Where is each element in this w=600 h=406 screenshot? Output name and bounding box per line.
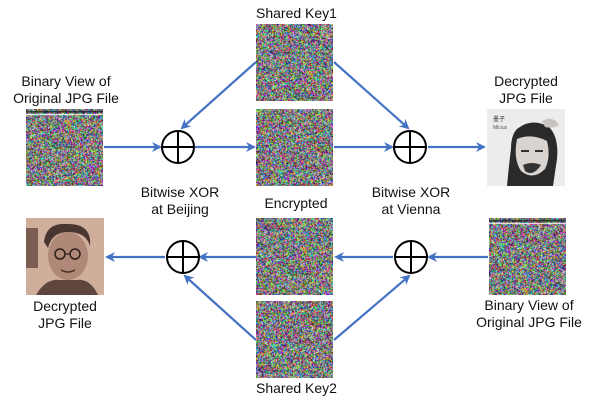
decrypted-bottom-line2: JPG File (38, 315, 92, 331)
xor-vienna-line2: at Vienna (381, 201, 441, 217)
svg-text:Micius: Micius (493, 125, 508, 131)
xor-operator-top-left (161, 130, 195, 164)
shared-key2-image (256, 301, 333, 378)
binary-view-right-label: Binary View of Original JPG File (467, 297, 591, 331)
xor-operator-top-right (393, 130, 427, 164)
decrypted-portrait-mozi: 墨子 Micius (487, 109, 565, 186)
binary-view-left-label: Binary View of Original JPG File (6, 73, 126, 107)
arrow-key1-to-xor-vienna (333, 61, 410, 130)
encrypted-image-top (256, 109, 333, 186)
decrypted-top-label: Decrypted JPG File (483, 73, 569, 107)
binary-view-left-line2: Original JPG File (13, 90, 119, 106)
arrow-key2-to-xor-vienna (333, 274, 411, 341)
shared-key1-image (256, 24, 333, 101)
decrypted-top-line1: Decrypted (494, 73, 558, 89)
portrait-schrodinger-icon (26, 218, 104, 295)
xor-beijing-line1: Bitwise XOR (140, 184, 220, 200)
decrypted-portrait-schrodinger (26, 218, 104, 295)
xor-operator-bottom-left (166, 240, 200, 274)
portrait-mozi-icon: 墨子 Micius (487, 109, 565, 186)
shared-key1-label: Shared Key1 (256, 5, 337, 21)
arrow-key2-to-xor-beijing (183, 274, 257, 341)
binary-view-left-image (26, 109, 103, 186)
svg-text:墨子: 墨子 (493, 116, 505, 123)
xor-operator-bottom-right (394, 240, 428, 274)
encrypted-image-bottom (256, 218, 333, 295)
decrypted-top-line2: JPG File (499, 90, 553, 106)
xor-beijing-line2: at Beijing (151, 201, 209, 217)
xor-vienna-label: Bitwise XOR at Vienna (361, 184, 461, 218)
binary-view-right-line2: Original JPG File (476, 314, 582, 330)
binary-view-right-line1: Binary View of (484, 297, 574, 313)
binary-view-left-line1: Binary View of (21, 73, 111, 89)
arrow-key1-to-xor-beijing (180, 61, 257, 130)
xor-vienna-line1: Bitwise XOR (371, 184, 451, 200)
binary-view-right-image (489, 218, 566, 295)
xor-beijing-label: Bitwise XOR at Beijing (130, 184, 230, 218)
shared-key2-label: Shared Key2 (256, 380, 337, 396)
decrypted-bottom-line1: Decrypted (33, 298, 97, 314)
decrypted-bottom-label: Decrypted JPG File (22, 298, 108, 332)
encrypted-label: Encrypted (264, 195, 328, 211)
